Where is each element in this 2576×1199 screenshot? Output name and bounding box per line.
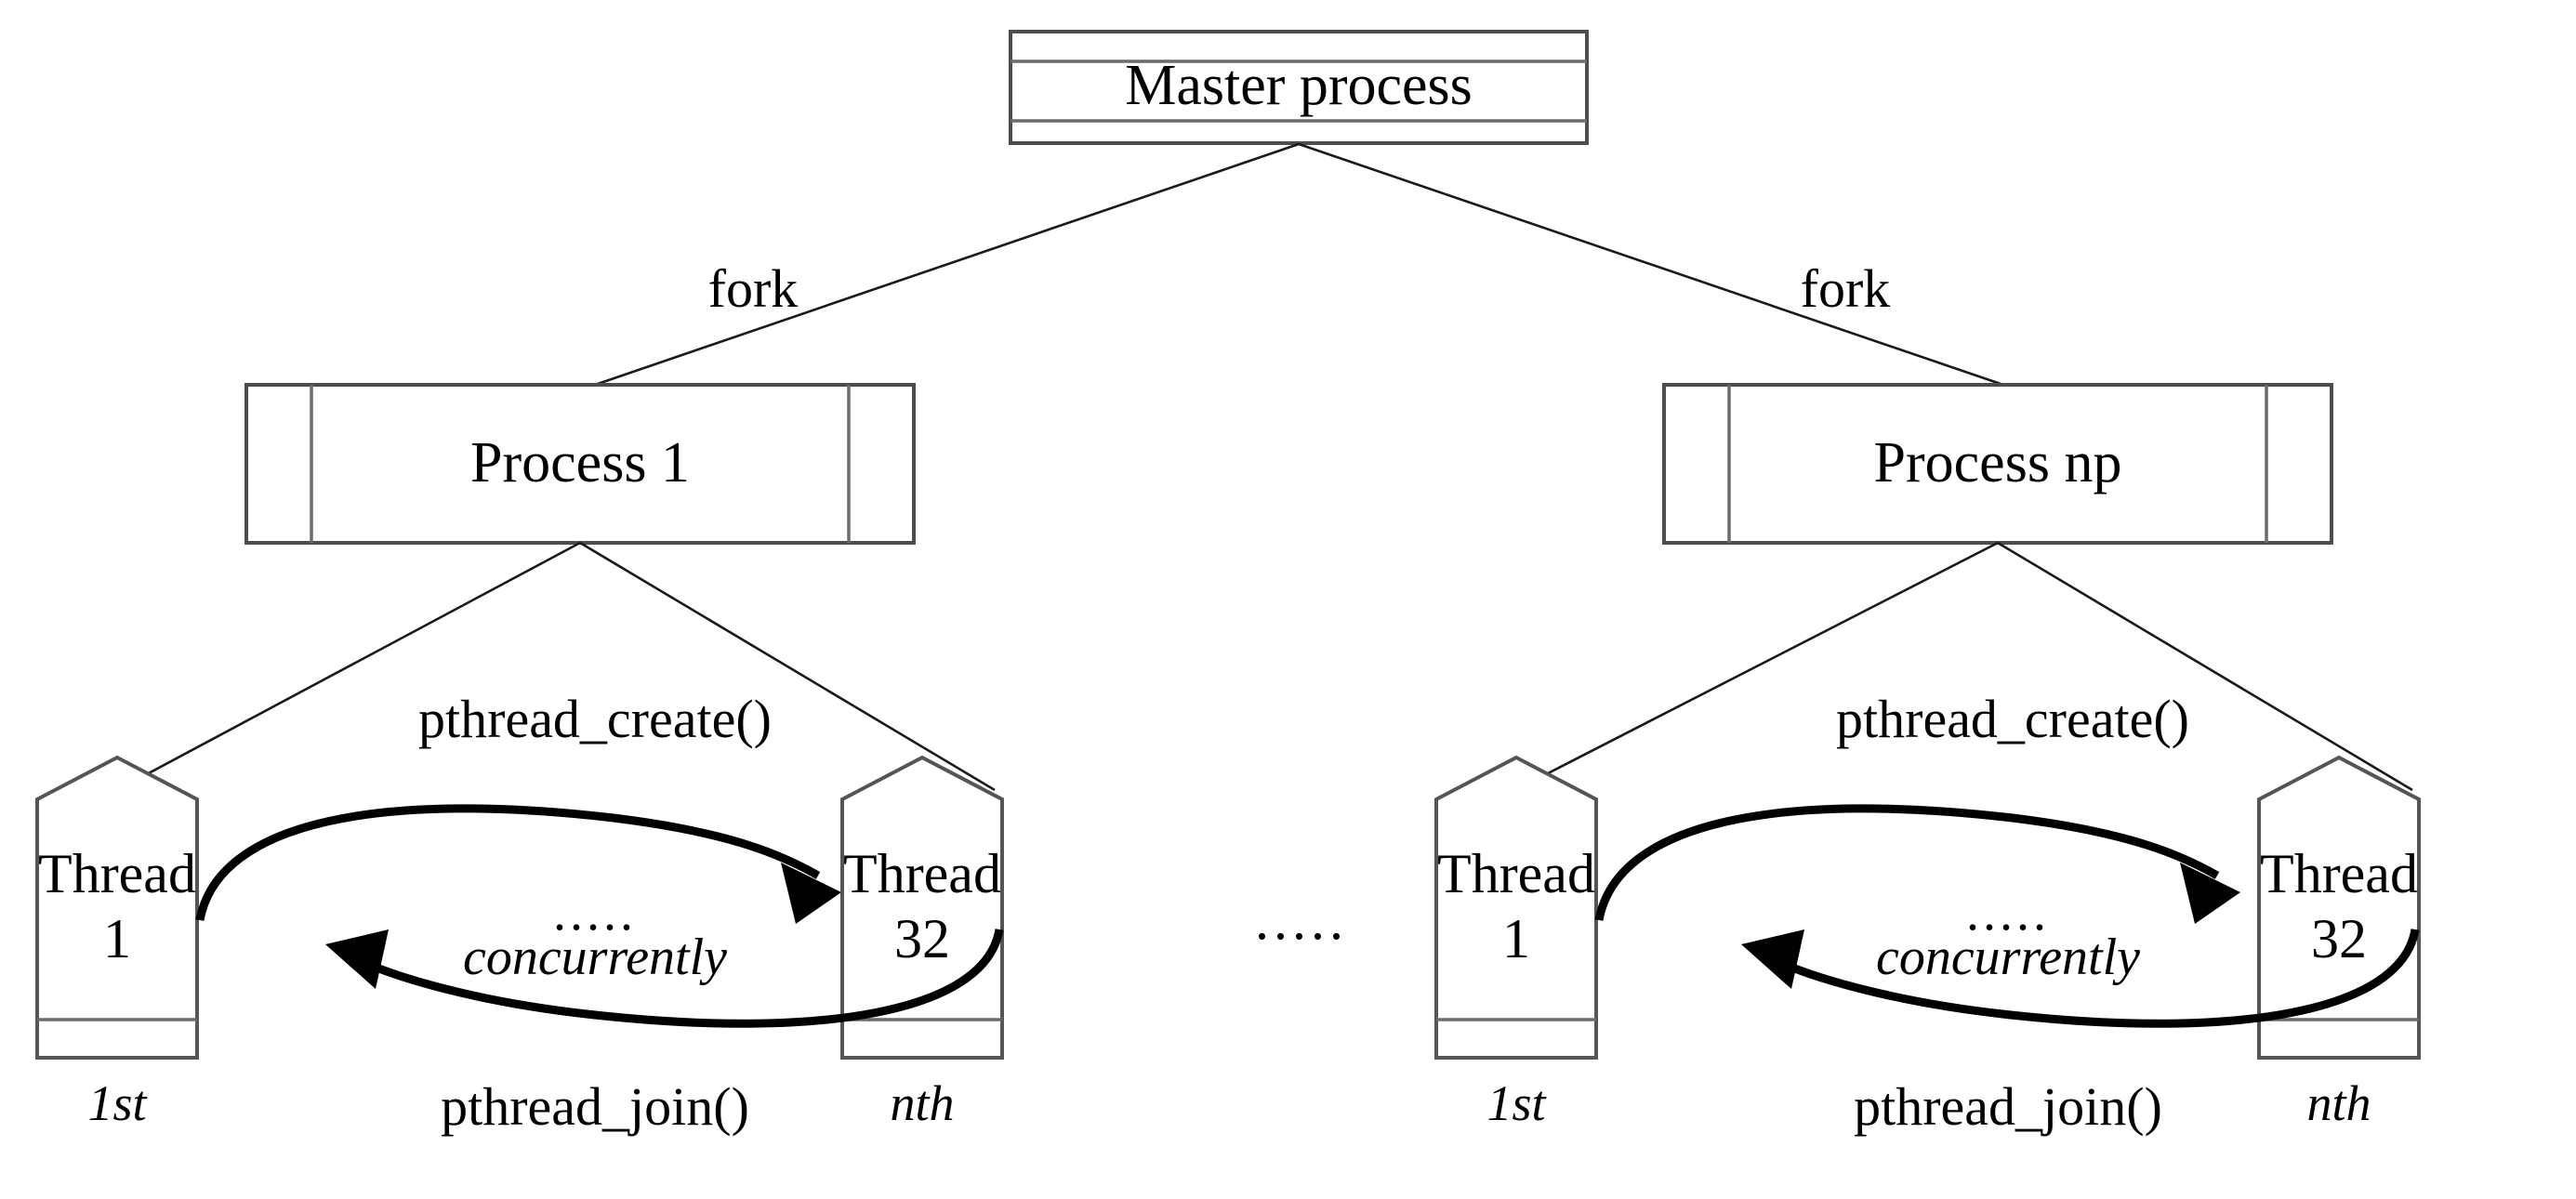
fork-connector-left [594,142,1300,387]
thread-right-1-order: 1st [1486,1075,1547,1131]
concurrently-label-left: concurrently [463,929,727,986]
thread-right-2-name: Thread [2260,843,2418,904]
pthread-create-connector-right-2 [1997,541,2413,792]
fork-label-left: fork [708,258,799,319]
thread-right-1-number: 1 [1502,908,1530,969]
thread-left-2-name: Thread [843,843,1001,904]
pthread-create-connector-left-1 [116,541,581,792]
pthread-create-label-left: pthread_create() [418,689,772,749]
pthread-join-label-right: pthread_join() [1854,1076,2162,1137]
process-1-node[interactable]: Process 1 [244,383,916,545]
thread-right-2-order: nth [2306,1075,2371,1131]
thread-left-1-name: Thread [38,843,196,904]
thread-left-1-number: 1 [103,908,131,969]
concurrency-arrow-left-forward [195,804,841,924]
fork-connector-right [1298,142,2004,387]
thread-left-2-order: nth [890,1075,954,1131]
concurrency-dots-right: ..... [1966,884,2050,942]
thread-left-1-order: 1st [87,1075,148,1131]
thread-right-2-number: 32 [2311,908,2367,969]
thread-right-1-name: Thread [1437,843,1595,904]
concurrency-arrow-left-backward [325,929,1004,1028]
pthread-create-connector-left-2 [579,541,996,792]
master-process-label: Master process [1125,54,1473,117]
fork-label-right: fork [1801,258,1891,319]
thread-node-left-1[interactable]: Thread 1 [35,755,199,1060]
process-1-label: Process 1 [470,431,690,494]
middle-ellipsis: ..... [1255,889,1348,951]
pthread-create-connector-right-1 [1514,541,1999,792]
pthread-create-label-right: pthread_create() [1836,689,2189,749]
concurrency-dots-left: ..... [553,884,637,942]
process-np-label: Process np [1874,431,2122,494]
concurrency-arrow-right-backward [1741,929,2420,1028]
concurrently-label-right: concurrently [1876,929,2140,986]
concurrency-arrow-right-forward [1594,804,2240,924]
thread-left-2-number: 32 [894,908,950,969]
pthread-join-label-left: pthread_join() [441,1076,749,1137]
process-np-node[interactable]: Process np [1662,383,2333,545]
master-process-node[interactable]: Master process [1009,30,1589,145]
thread-node-right-1[interactable]: Thread 1 [1434,755,1598,1060]
